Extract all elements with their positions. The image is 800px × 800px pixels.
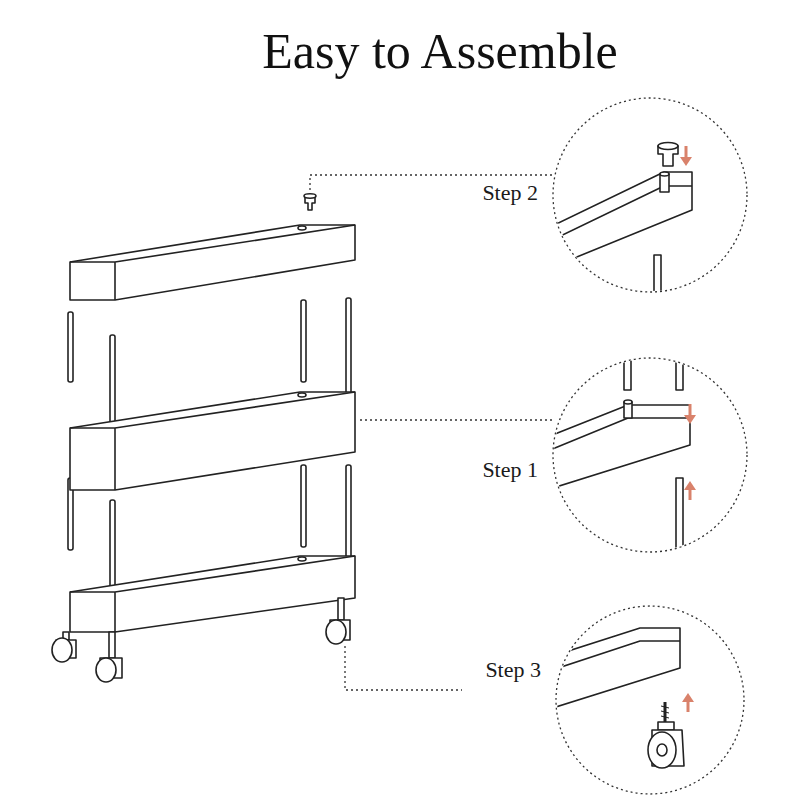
step-circle: Step 3 xyxy=(555,605,745,795)
step-label: Step 2 xyxy=(480,180,540,206)
step-label: Step 3 xyxy=(483,657,543,683)
step-circle: Step 1 xyxy=(552,357,748,553)
circle-outline xyxy=(553,98,747,292)
circle-outline xyxy=(553,358,747,552)
dotted-circle xyxy=(555,605,745,795)
dotted-circle xyxy=(552,357,748,553)
step-label: Step 1 xyxy=(480,457,540,483)
circle-outline xyxy=(556,606,744,794)
page-title: Easy to Assemble xyxy=(0,22,800,80)
step-circle: Step 2 xyxy=(552,97,748,293)
dotted-circle xyxy=(552,97,748,293)
